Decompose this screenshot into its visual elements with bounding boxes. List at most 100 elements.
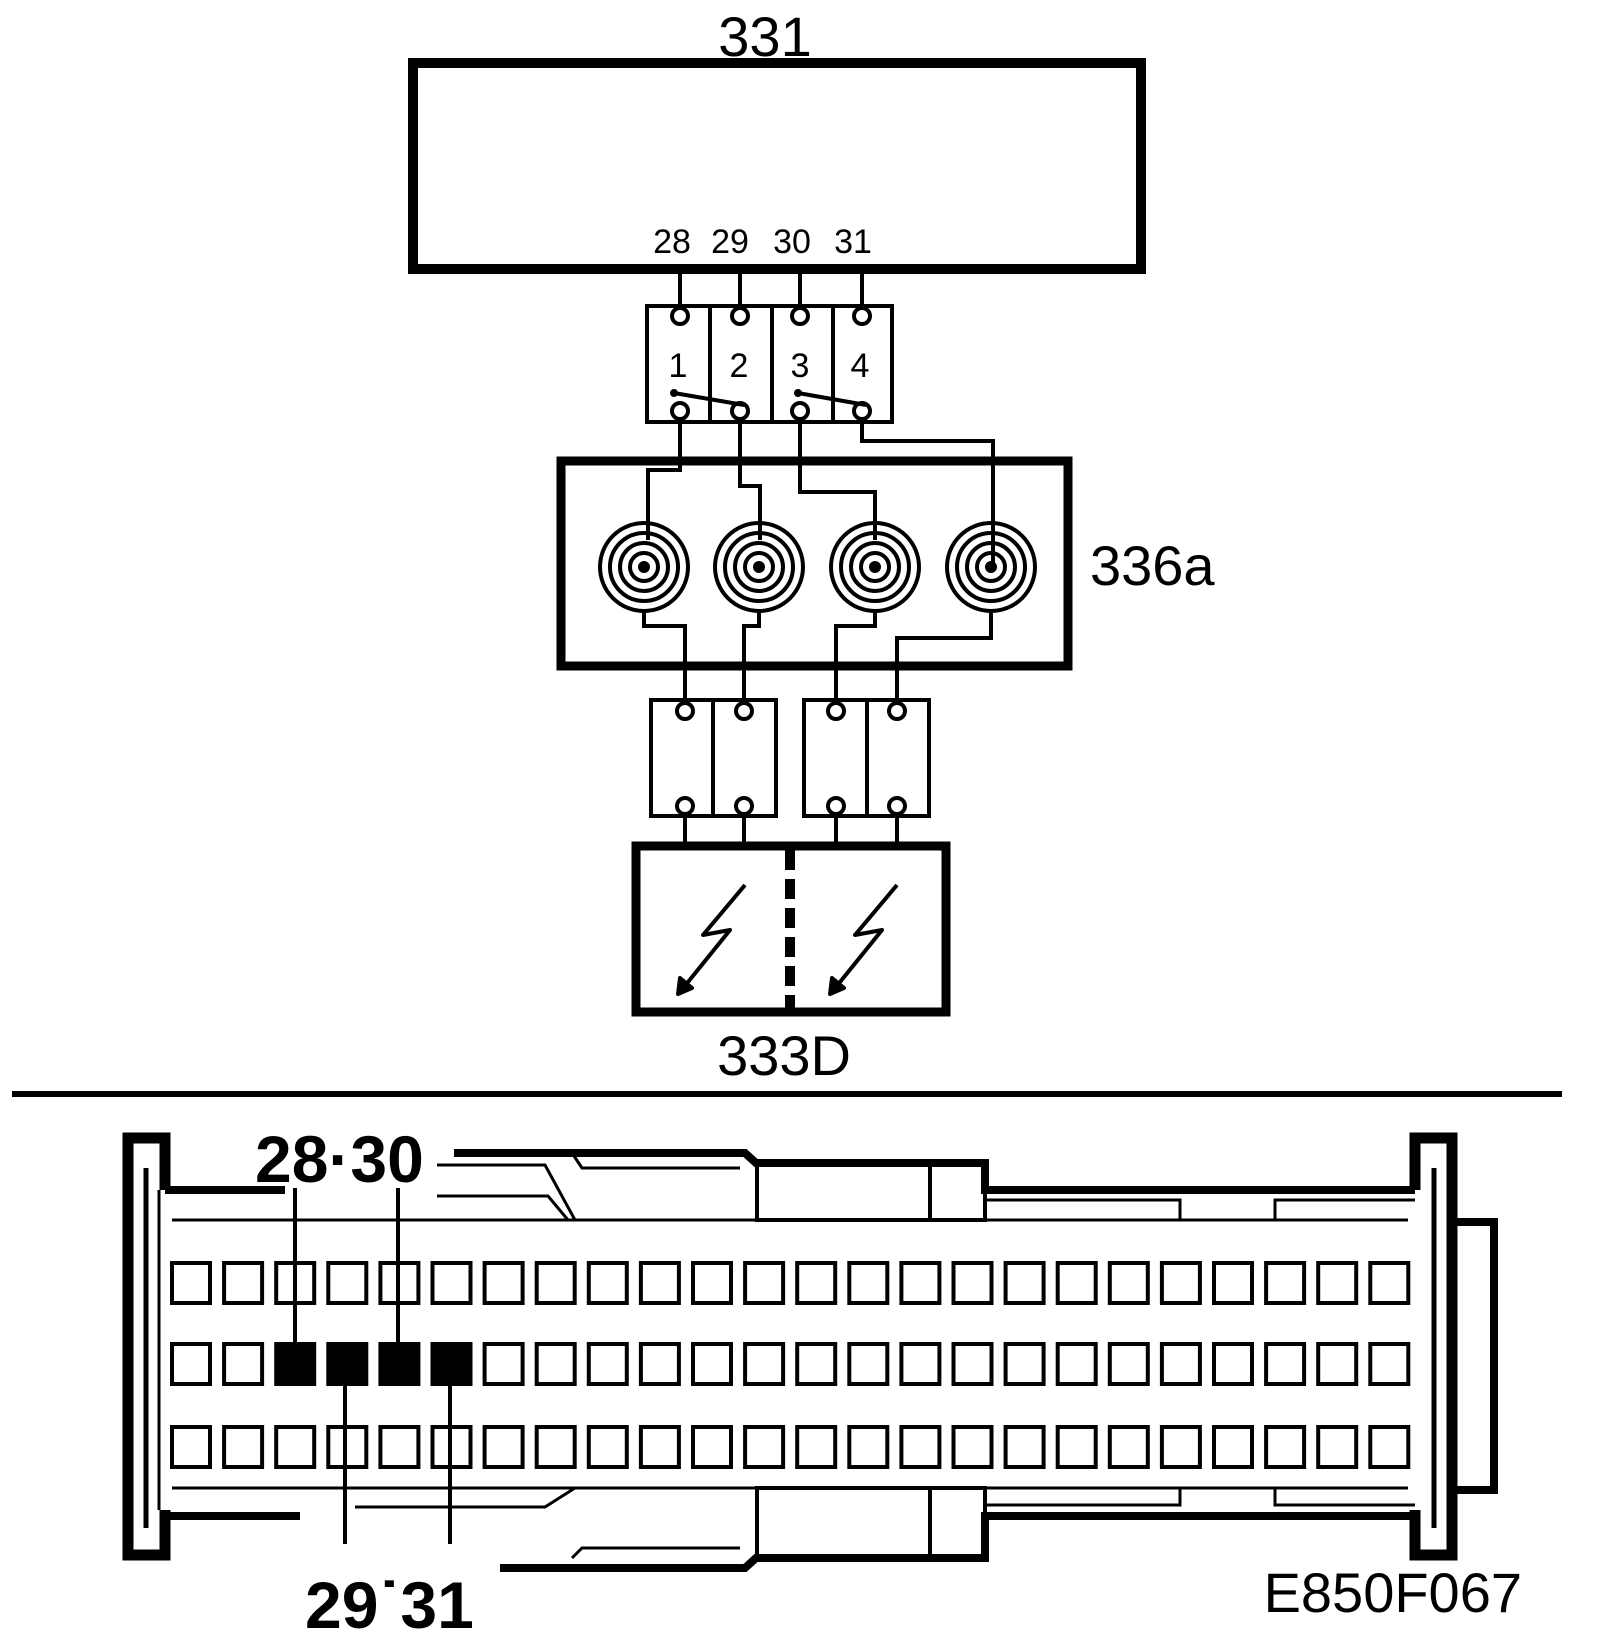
pin-cavity [586,1342,629,1386]
pin-cavity [534,1342,577,1386]
wires-lower-to-airbag [683,816,899,846]
pin-cavity [1316,1342,1359,1386]
clock-spring-label: 336a [1090,534,1215,597]
connector-top-label: 28·30 [255,1122,424,1196]
pin-cavity [1159,1342,1202,1386]
pin-cavity [899,1261,942,1305]
pin-cavity [1107,1261,1150,1305]
pin-cavity [1055,1261,1098,1305]
coil-4 [945,521,1037,613]
pin-cavity [951,1425,994,1469]
pin-cavity [170,1261,212,1305]
pin-cavity [586,1425,629,1469]
pin-cavity [1368,1342,1411,1386]
module-pin-30: 30 [773,223,811,261]
pin-cavity [743,1342,786,1386]
pin-cavity [691,1342,733,1386]
pin-cavity [482,1425,525,1469]
pin-cavity [482,1261,525,1305]
airbag-box [631,841,951,1017]
pin-cavity [1316,1261,1359,1305]
connector-pin-1: 1 [669,347,688,385]
pin-cavity [482,1342,525,1386]
pin-cavity [743,1261,786,1305]
pin-cavity [1264,1342,1307,1386]
pin-cavity [1368,1425,1411,1469]
coil-1 [598,521,690,613]
pin-cavity [378,1425,421,1469]
pin-cavity [1159,1261,1202,1305]
connector-2pin-right [802,698,931,818]
squib-icon [676,883,747,996]
pin-cavity [326,1425,369,1469]
figure-code: E850F067 [1264,1561,1522,1624]
pin-cavity [1212,1342,1254,1386]
pin-cavity [1316,1425,1359,1469]
pin-cavity [795,1261,838,1305]
pin-cavity [899,1425,942,1469]
pin-cavity [951,1342,994,1386]
pin-cavity [1107,1425,1150,1469]
pin-cavity [638,1425,681,1469]
pin-cavity [847,1342,890,1386]
pin-cavity [847,1425,890,1469]
pin-cavity [795,1342,838,1386]
pin-cavity [691,1425,733,1469]
connector-pin-grid [170,1261,1411,1469]
pin-cavity [222,1261,265,1305]
module-331-label: 331 [718,5,811,68]
pin-cavity [1368,1261,1411,1305]
pin-cavity [847,1261,890,1305]
connector-4pin: 1 2 3 4 [645,304,894,424]
pin-cavity [222,1342,265,1386]
pin-cavity [899,1342,942,1386]
pin-cavity [1264,1425,1307,1469]
connector-face-view [122,1132,1498,1572]
pin-cavity [1055,1425,1098,1469]
pin-cavity [534,1261,577,1305]
airbag-label: 333D [717,1024,851,1087]
module-pin-28: 28 [653,223,691,261]
connector-pin-3: 3 [791,347,810,385]
squib-icon [828,883,899,996]
pin-cavity [222,1425,265,1469]
module-pin-29: 29 [711,223,749,261]
module-pin-31: 31 [834,223,872,261]
module-331-box [408,58,1146,274]
pin-cavity [951,1261,994,1305]
pin-cavity [1212,1261,1254,1305]
pin-cavity [1212,1425,1254,1469]
wires-connector-to-clockspring [646,422,995,568]
pin-cavity [1159,1425,1202,1469]
pin-cavity [534,1425,577,1469]
coil-3 [829,521,921,613]
pin-cavity [743,1425,786,1469]
connector-bottom-label: 29˙31 [305,1568,474,1638]
pin-cavity [326,1261,369,1305]
pin-cavity [170,1342,212,1386]
pin-leader-lines [293,1188,452,1544]
pin-cavity [691,1261,733,1305]
wires-module-to-connector [678,269,864,306]
pin-cavity [1003,1342,1046,1386]
pin-cavity [1003,1425,1046,1469]
pin-cavity [638,1261,681,1305]
pin-cavity [1055,1342,1098,1386]
pin-cavity [274,1425,317,1469]
clock-spring-box [556,456,1073,671]
pin-cavity [1264,1261,1307,1305]
pin-cavity [1003,1261,1046,1305]
pin-cavity [170,1425,212,1469]
pin-cavity [586,1261,629,1305]
pin-cavity [638,1342,681,1386]
connector-2pin-left [649,698,778,818]
module-pin-labels: 28 29 30 31 [653,223,872,261]
connector-pin-2: 2 [730,347,749,385]
wires-clockspring-to-lower [642,611,993,700]
highlighted-pin-cavity [326,1342,369,1386]
pin-cavity [795,1425,838,1469]
connector-pin-4: 4 [851,347,870,385]
pin-cavity [430,1261,473,1305]
pin-cavity [1107,1342,1150,1386]
